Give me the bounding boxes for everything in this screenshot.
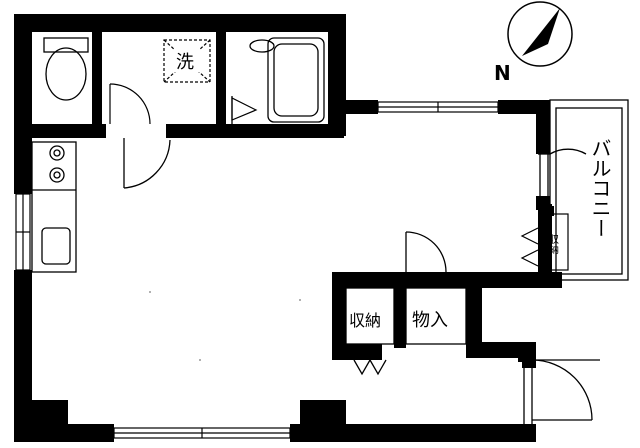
entrance-door: [106, 128, 171, 189]
toilet-tank: [43, 37, 89, 53]
floor-dots: [149, 291, 301, 361]
front-door: [523, 359, 600, 424]
compass-north-label: N: [494, 61, 511, 85]
bathtub: [267, 37, 325, 123]
balcony-outline: [549, 99, 629, 281]
toilet-room: [43, 37, 89, 101]
bath-sink: [249, 39, 275, 53]
washroom: 洗: [109, 39, 258, 125]
stove-burner-icon: [49, 145, 65, 161]
balcony-storage: 収納: [520, 213, 569, 271]
storage: 物入: [405, 231, 467, 345]
balcony-storage-label: 収納: [547, 234, 559, 255]
step-marker: [231, 97, 258, 121]
kitchen-counter: [31, 141, 77, 273]
balcony: バルコニー: [538, 99, 629, 281]
kitchen: [31, 141, 77, 273]
closet-label: 収納: [349, 311, 381, 330]
compass: N: [494, 1, 573, 85]
toilet-bowl: [45, 47, 87, 101]
compass-needle-icon: [522, 8, 560, 56]
closet: 収納: [345, 287, 395, 376]
walls: [14, 14, 562, 442]
balcony-label: バルコニー: [588, 138, 612, 238]
stove-burner-icon: [49, 167, 65, 183]
windows: [15, 101, 499, 439]
bathroom: [231, 37, 325, 124]
washer-space: [163, 39, 211, 83]
washer-label: 洗: [176, 52, 194, 73]
storage-label: 物入: [412, 310, 448, 331]
kitchen-sink: [41, 227, 71, 265]
